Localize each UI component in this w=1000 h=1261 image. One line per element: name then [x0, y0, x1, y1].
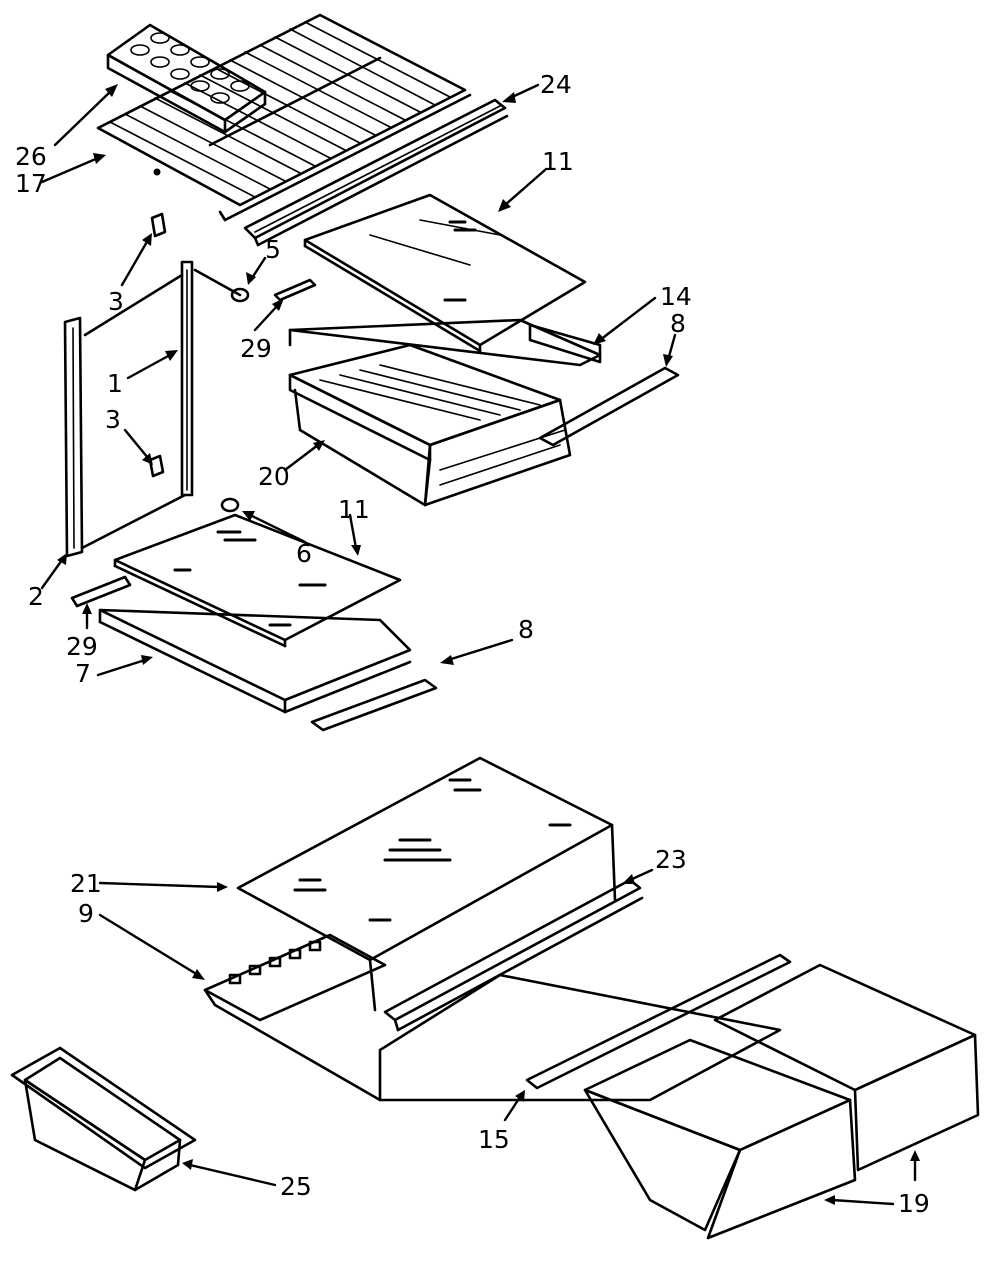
egg-tray-26: [106, 23, 267, 134]
label-29-upper: 29: [240, 334, 272, 363]
vertical-rail-1: [83, 260, 242, 497]
label-3-lower: 3: [105, 405, 121, 434]
button-5: [230, 287, 250, 303]
callout-labels: 26 17 24 11 5 3 29 14 8 1 3 20 11 6 2 29…: [15, 70, 930, 1218]
rail-23: [383, 878, 644, 1032]
leader-lines: [40, 83, 920, 1206]
drawer-guide-14: [288, 318, 602, 367]
vertical-rail-2: [63, 316, 187, 558]
drawer-20: [288, 343, 572, 507]
wire-shelf-17: [96, 13, 472, 222]
label-19: 19: [898, 1189, 930, 1218]
crisper-drawer-19-right: [713, 963, 980, 1172]
label-8-lower: 8: [518, 615, 534, 644]
bin-25: [10, 1046, 197, 1192]
label-14: 14: [660, 282, 692, 311]
crisper-drawer-19-left: [583, 1038, 857, 1240]
bracket-3-lower: [148, 454, 165, 478]
label-21: 21: [70, 869, 102, 898]
label-5: 5: [265, 235, 281, 264]
label-9: 9: [78, 899, 94, 928]
rail-15: [525, 953, 792, 1090]
rail-8-lower: [310, 678, 438, 732]
label-29-lower: 29: [66, 632, 98, 661]
label-20: 20: [258, 462, 290, 491]
short-rail-29-upper: [273, 278, 317, 302]
glass-shelf-11-upper: [303, 193, 587, 353]
label-6: 6: [296, 539, 312, 568]
label-2: 2: [28, 582, 44, 611]
label-23: 23: [655, 845, 687, 874]
label-11-upper: 11: [542, 147, 574, 176]
label-8-upper: 8: [670, 309, 686, 338]
label-24: 24: [540, 70, 572, 99]
label-1: 1: [107, 369, 123, 398]
rail-8-upper: [538, 366, 680, 447]
label-26: 26: [15, 142, 47, 171]
label-25: 25: [280, 1172, 312, 1201]
short-rail-29-lower: [70, 575, 132, 608]
control-housing-9: [203, 933, 782, 1102]
label-3-upper: 3: [108, 287, 124, 316]
shelf-frame-7: [98, 608, 412, 714]
label-11-lower: 11: [338, 495, 370, 524]
label-7: 7: [75, 659, 91, 688]
label-17: 17: [15, 169, 47, 198]
bracket-3-upper: [150, 212, 167, 238]
shelf-rail-24: [243, 98, 509, 247]
label-15: 15: [478, 1125, 510, 1154]
crisper-cover-21: [236, 756, 617, 1012]
